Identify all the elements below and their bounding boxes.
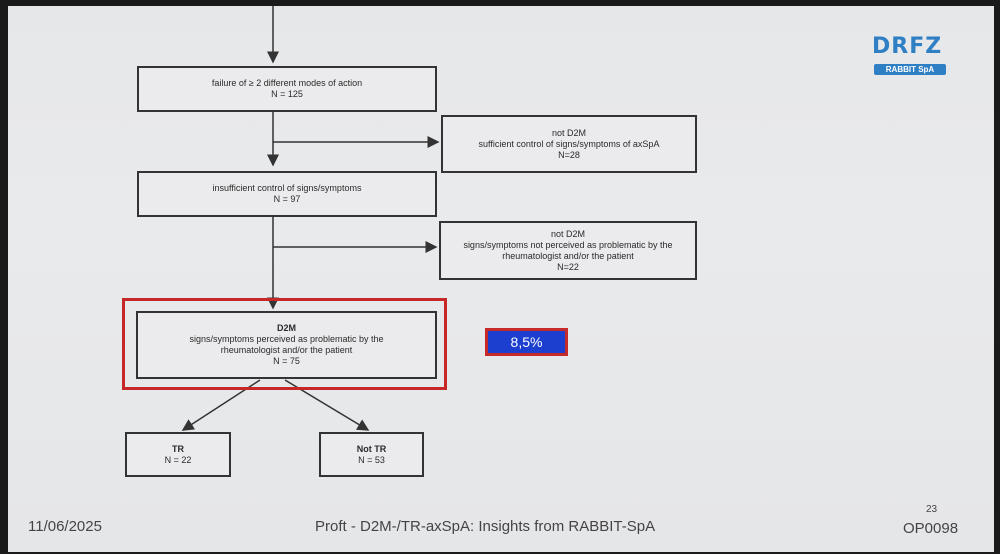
footer-date: 11/06/2025 <box>28 518 102 535</box>
footer-page-number: 23 <box>926 504 938 515</box>
box-failure-modes-text: failure of ≥ 2 different modes of action <box>211 78 363 88</box>
box2-text: insufficient control of signs/symptoms <box>212 183 362 193</box>
side1-text: sufficient control of signs/symptoms of … <box>478 138 660 149</box>
logo-subtext: RABBIT SpA <box>874 64 946 75</box>
box-failure-modes: failure of ≥ 2 different modes of action… <box>137 66 437 112</box>
box-not-d2m-not-problematic: not D2M signs/symptoms not perceived as … <box>439 221 697 280</box>
footer-code: OP0098 <box>903 520 959 537</box>
side1-n: N=28 <box>558 149 580 160</box>
nottr-n: N = 53 <box>358 454 385 465</box>
footer-title: Proft - D2M-/TR-axSpA: Insights from RAB… <box>315 518 656 535</box>
box3-text2: rheumatologist and/or the patient <box>220 345 353 355</box>
drfz-logo: DRFZ RABBIT SpA <box>868 34 952 80</box>
side2-n: N=22 <box>557 261 579 272</box>
box-not-d2m-sufficient: not D2M sufficient control of signs/symp… <box>441 115 697 173</box>
tr-title: TR <box>172 443 184 454</box>
box-d2m: D2M signs/symptoms perceived as problema… <box>136 311 437 379</box>
box-not-tr: Not TR N = 53 <box>319 432 424 477</box>
d2m-highlight-frame <box>122 298 447 390</box>
side2-text2: rheumatologist and/or the patient <box>502 250 634 261</box>
box2-n: N = 97 <box>273 194 301 204</box>
tr-n: N = 22 <box>164 454 192 465</box>
side1-title: not D2M <box>551 127 586 138</box>
nottr-title: Not TR <box>356 443 387 454</box>
box-failure-modes-n: N = 125 <box>271 89 303 99</box>
side2-text1: signs/symptoms not perceived as problema… <box>463 239 673 250</box>
box-tr: TR N = 22 <box>125 432 231 477</box>
logo-text: DRFZ <box>872 34 943 59</box>
box3-text1: signs/symptoms perceived as problematic … <box>189 334 384 344</box>
side2-title: not D2M <box>550 228 585 239</box>
box3-n: N = 75 <box>273 356 300 366</box>
box-insufficient-control: insufficient control of signs/symptoms N… <box>137 171 437 217</box>
percentage-badge: 8,5% <box>485 328 568 356</box>
box3-title: D2M <box>276 323 296 333</box>
